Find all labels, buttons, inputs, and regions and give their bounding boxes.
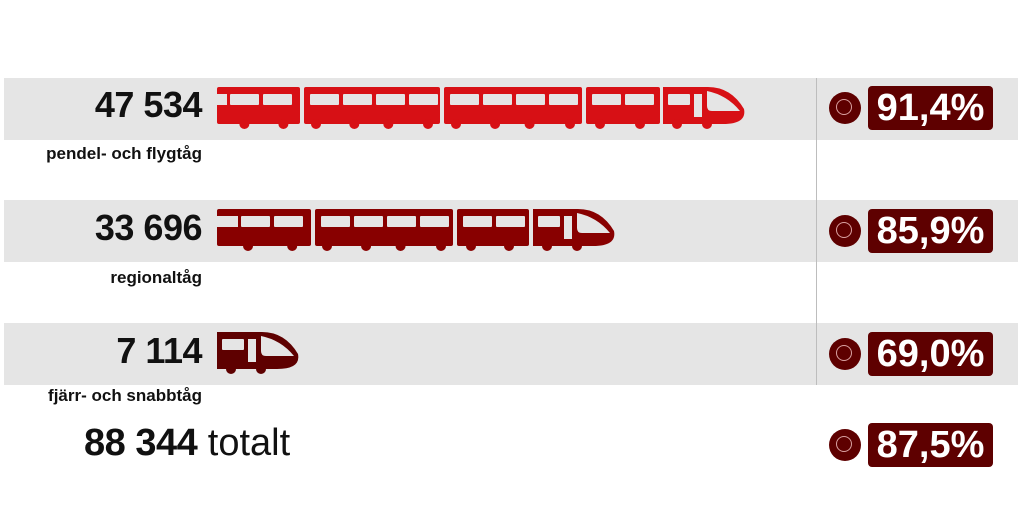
train-wheel	[524, 119, 535, 129]
train-wheel	[436, 241, 446, 251]
train-windshield	[261, 336, 294, 356]
train-window	[343, 94, 372, 105]
train-window	[216, 216, 238, 227]
train-car	[586, 87, 660, 124]
train-car	[304, 87, 440, 124]
train-wheel	[349, 119, 360, 129]
train-wheel	[423, 119, 433, 129]
train-window	[409, 94, 438, 105]
train-window	[538, 216, 560, 227]
train-window	[310, 94, 339, 105]
train-wheel	[243, 241, 254, 251]
circle-icon	[829, 338, 861, 370]
train-window	[463, 216, 492, 227]
train-icon-row-2	[216, 209, 615, 251]
train-window	[483, 94, 512, 105]
row-value-3: 7 114	[116, 330, 202, 371]
train-window	[222, 339, 244, 350]
train-wheel	[451, 119, 461, 129]
circle-icon	[829, 429, 861, 461]
train-window	[241, 216, 270, 227]
train-icon-row-1	[216, 87, 745, 129]
train-car	[457, 209, 529, 246]
train-door	[248, 339, 256, 362]
train-windshield	[577, 213, 610, 233]
total-row: 88 344 totalt	[84, 422, 290, 465]
train-window	[549, 94, 578, 105]
percent-badge-3: 69,0%	[868, 332, 993, 376]
train-car	[444, 87, 582, 124]
total-value: 88 344	[84, 422, 198, 464]
train-window	[354, 216, 383, 227]
circle-icon	[829, 92, 861, 124]
train-wheel	[278, 119, 289, 129]
train-window	[496, 216, 525, 227]
row-value-1: 47 534	[94, 84, 203, 125]
train-wheel	[322, 241, 332, 251]
train-wheel	[635, 119, 645, 129]
train-door	[564, 216, 572, 239]
train-wheel	[565, 119, 575, 129]
train-window	[216, 94, 227, 105]
train-car	[315, 209, 453, 246]
train-windshield	[707, 91, 740, 111]
train-wheel	[504, 241, 514, 251]
row-label-1: pendel- och flygtåg	[46, 144, 202, 163]
train-wheel	[256, 364, 266, 374]
percent-badge-1: 91,4%	[868, 86, 993, 130]
train-window	[450, 94, 479, 105]
train-window	[668, 94, 690, 105]
row-label-3: fjärr- och snabbtåg	[48, 386, 202, 405]
train-wheel	[702, 119, 712, 129]
circle-icon	[829, 215, 861, 247]
train-wheel	[383, 119, 394, 129]
train-window	[274, 216, 303, 227]
total-label: totalt	[207, 422, 291, 464]
train-window	[516, 94, 545, 105]
train-window	[376, 94, 405, 105]
train-window	[420, 216, 449, 227]
train-wheel	[572, 241, 582, 251]
train-car	[217, 87, 300, 124]
train-window	[592, 94, 621, 105]
train-wheel	[595, 119, 605, 129]
divider-line	[816, 78, 817, 385]
train-window	[321, 216, 350, 227]
train-wheel	[239, 119, 250, 129]
percent-badge-2: 85,9%	[868, 209, 993, 253]
train-wheel	[466, 241, 476, 251]
train-wheel	[287, 241, 298, 251]
train-wheel	[226, 364, 236, 374]
train-icon-row-3	[217, 332, 299, 374]
train-wheel	[490, 119, 501, 129]
percent-badge-total: 87,5%	[868, 423, 993, 467]
train-door	[694, 94, 702, 117]
train-car	[217, 209, 311, 246]
row-label-2: regionaltåg	[110, 268, 202, 287]
train-window	[387, 216, 416, 227]
train-window	[230, 94, 259, 105]
train-wheel	[542, 241, 552, 251]
train-wheel	[395, 241, 406, 251]
row-value-2: 33 696	[94, 207, 203, 248]
train-window	[625, 94, 654, 105]
train-wheel	[672, 119, 682, 129]
train-wheel	[361, 241, 372, 251]
train-window	[263, 94, 292, 105]
train-wheel	[311, 119, 321, 129]
